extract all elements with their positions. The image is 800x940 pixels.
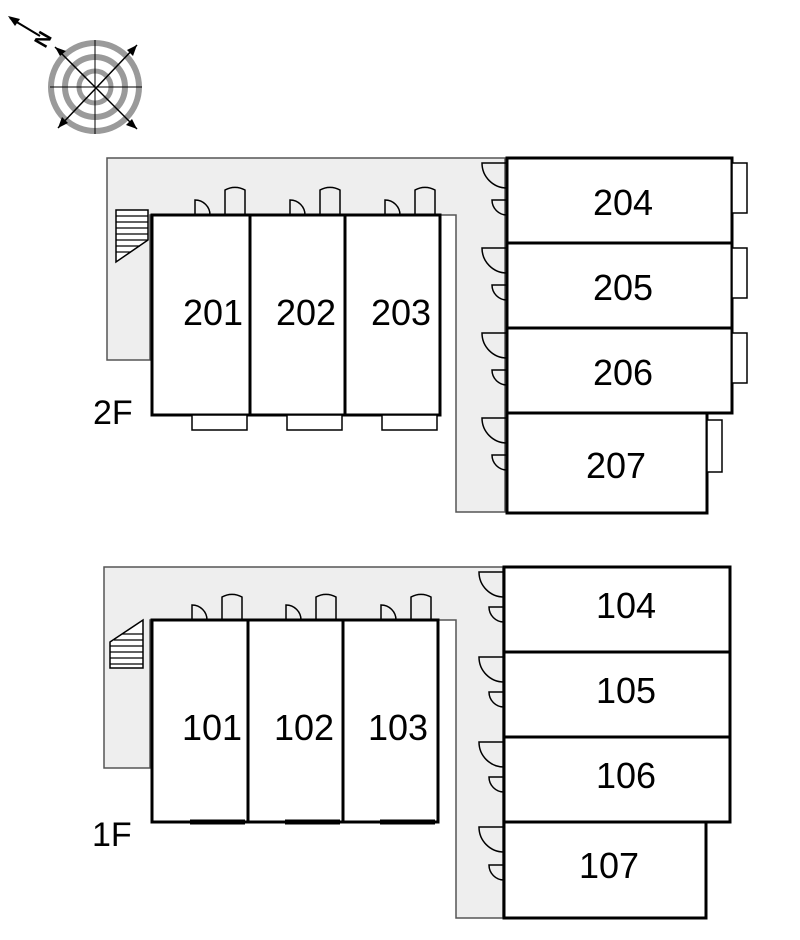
room-label-106: 106 [596,755,656,796]
window-205 [731,247,748,299]
compass-rose-icon: N [8,16,142,134]
room-102 [246,618,345,824]
floor-label-1f: 1F [92,816,132,854]
room-label-207: 207 [586,445,646,486]
room-label-101: 101 [182,707,242,748]
room-106 [502,735,732,824]
window-204 [731,162,748,214]
room-107 [502,820,708,920]
balcony-201 [191,414,248,431]
doors-1f-left [191,593,432,621]
floor-label-2f: 2F [93,394,133,432]
floor-1f: 101 102 103 104 105 106 107 1F [92,565,732,920]
doors-2f-left [194,186,436,216]
room-105 [502,650,732,739]
window-207 [706,419,723,473]
room-label-201: 201 [183,292,243,333]
room-206 [505,326,734,415]
room-203 [343,213,442,417]
room-label-204: 204 [593,182,653,223]
doors-1f-right [478,571,505,881]
stairs-2f [115,209,149,264]
room-label-202: 202 [276,292,336,333]
room-label-103: 103 [368,707,428,748]
floor-2f: 201 202 203 204 205 206 207 2F [93,156,748,515]
balcony-202 [286,414,343,431]
room-label-205: 205 [593,267,653,308]
room-label-107: 107 [579,845,639,886]
room-label-104: 104 [596,585,656,626]
room-label-102: 102 [274,707,334,748]
room-label-206: 206 [593,352,653,393]
room-label-105: 105 [596,670,656,711]
corridor-2f [106,157,506,513]
doors-2f-right [481,162,508,471]
stairs-1f [109,618,144,669]
balcony-203 [381,414,438,431]
room-label-203: 203 [371,292,431,333]
window-206 [731,332,748,384]
